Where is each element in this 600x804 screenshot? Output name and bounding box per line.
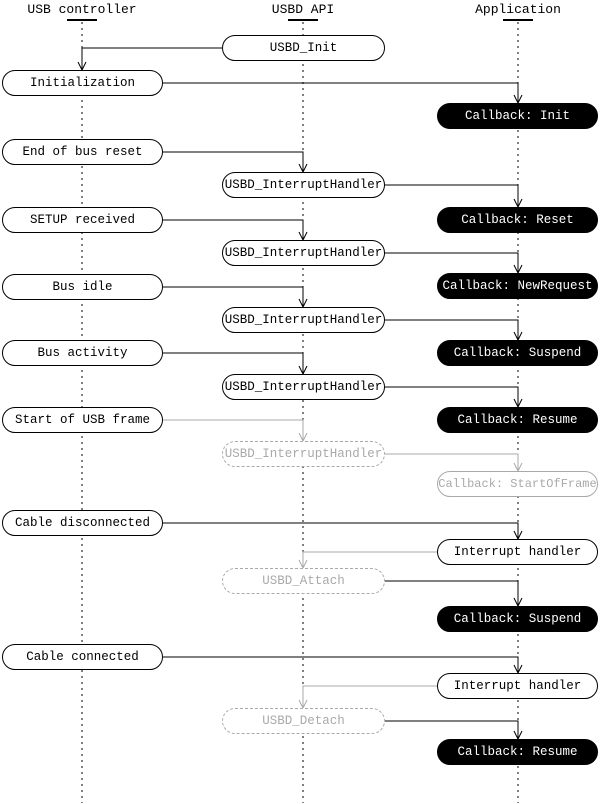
node-usbd-attach: USBD_Attach: [222, 568, 385, 594]
connector-bus-idle-to-usbd-interrupthandler-3: [163, 286, 304, 307]
node-callback-resume-1: Callback: Resume: [437, 407, 598, 433]
node-callback-suspend-1: Callback: Suspend: [437, 340, 598, 366]
node-end-of-bus-reset: End of bus reset: [2, 139, 163, 165]
connector-usbd-interrupthandler-3-to-callback-suspend-1: [385, 319, 519, 340]
node-usbd-interrupthandler-1: USBD_InterruptHandler: [222, 172, 385, 198]
node-callback-reset: Callback: Reset: [437, 207, 598, 233]
connector-usbd-interrupthandler-4-to-callback-resume-1: [385, 386, 519, 407]
node-initialization: Initialization: [2, 70, 163, 96]
connector-usbd-init-to-initialization: [81, 47, 222, 70]
connector-usbd-interrupthandler-1-to-callback-reset: [385, 184, 519, 207]
connector-initialization-to-callback-init: [163, 82, 519, 103]
node-callback-resume-2: Callback: Resume: [437, 739, 598, 765]
column-header-usb-controller: USB controller: [27, 2, 137, 17]
node-usbd-interrupthandler-2: USBD_InterruptHandler: [222, 240, 385, 266]
node-callback-init: Callback: Init: [437, 103, 598, 129]
lifeline-head-bar-usb-controller: [67, 19, 97, 21]
node-usbd-interrupthandler-4: USBD_InterruptHandler: [222, 374, 385, 400]
connector-setup-received-to-usbd-interrupthandler-2: [163, 219, 304, 240]
connector-start-of-usb-frame-to-usbd-interrupthandler-5: [163, 419, 304, 441]
node-bus-activity: Bus activity: [2, 340, 163, 366]
connector-usbd-interrupthandler-5-to-callback-startofframe: [385, 453, 519, 471]
connector-cable-disconnected-to-interrupt-handler-1: [163, 522, 519, 539]
connector-cable-connected-to-interrupt-handler-2: [163, 656, 519, 673]
connector-interrupt-handler-2-to-usbd-detach: [302, 685, 437, 708]
connector-usbd-attach-to-callback-suspend-2: [385, 580, 519, 606]
lifeline-head-bar-usbd-api: [288, 19, 318, 21]
connector-interrupt-handler-1-to-usbd-attach: [302, 551, 437, 568]
lifeline-head-bar-application: [503, 19, 533, 21]
column-header-application: Application: [475, 2, 561, 17]
connector-end-of-bus-reset-to-usbd-interrupthandler-1: [163, 151, 304, 172]
node-usbd-detach: USBD_Detach: [222, 708, 385, 734]
node-cable-disconnected: Cable disconnected: [2, 510, 163, 536]
node-usbd-interrupthandler-5: USBD_InterruptHandler: [222, 441, 385, 467]
node-cable-connected: Cable connected: [2, 644, 163, 670]
connector-usbd-detach-to-callback-resume-2: [385, 720, 519, 739]
connector-bus-activity-to-usbd-interrupthandler-4: [163, 352, 304, 374]
node-usbd-init: USBD_Init: [222, 35, 385, 61]
node-callback-newrequest: Callback: NewRequest: [437, 273, 598, 299]
connector-usbd-interrupthandler-2-to-callback-newrequest: [385, 252, 519, 273]
node-start-of-usb-frame: Start of USB frame: [2, 407, 163, 433]
node-bus-idle: Bus idle: [2, 274, 163, 300]
node-interrupt-handler-1: Interrupt handler: [437, 539, 598, 565]
node-callback-suspend-2: Callback: Suspend: [437, 606, 598, 632]
column-header-usbd-api: USBD API: [271, 2, 335, 17]
node-usbd-interrupthandler-3: USBD_InterruptHandler: [222, 307, 385, 333]
node-interrupt-handler-2: Interrupt handler: [437, 673, 598, 699]
node-callback-startofframe: Callback: StartOfFrame: [437, 471, 598, 497]
node-setup-received: SETUP received: [2, 207, 163, 233]
